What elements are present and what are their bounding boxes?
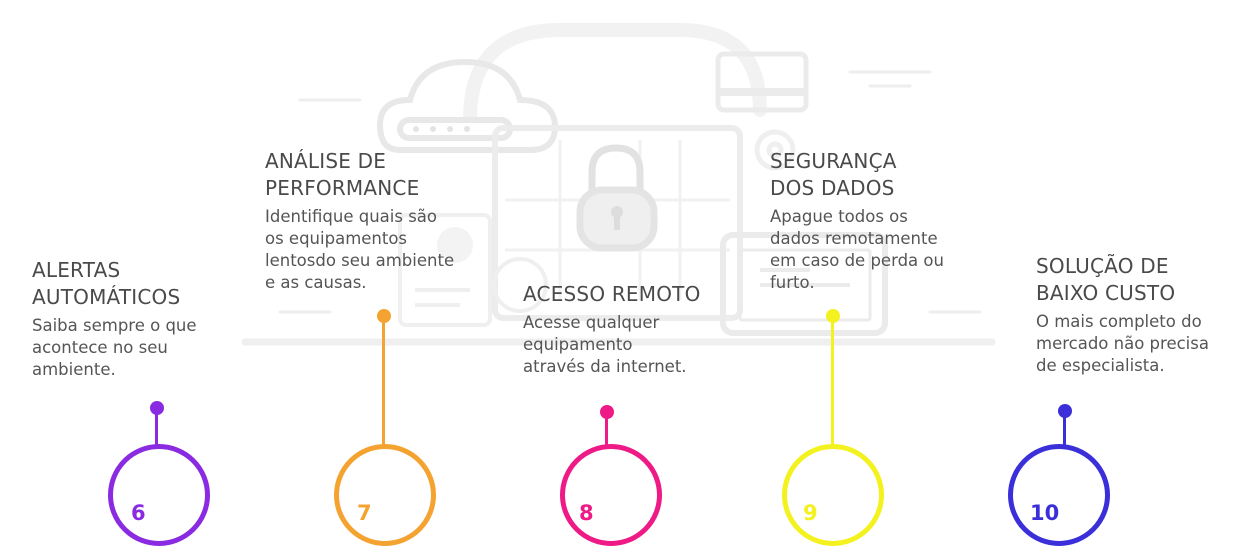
timeline-dot bbox=[150, 401, 164, 415]
gear-icon bbox=[754, 129, 796, 171]
feature-description: Saiba sempre o que acontece no seu ambie… bbox=[32, 316, 197, 379]
timeline-dot bbox=[600, 405, 614, 419]
feature-title: SOLUÇÃO DE BAIXO CUSTO bbox=[1036, 254, 1176, 305]
feature-alertas: ALERTAS AUTOMÁTICOS Saiba sempre o que a… bbox=[32, 257, 232, 381]
timeline-stem bbox=[382, 320, 385, 448]
step-circle bbox=[560, 444, 662, 546]
feature-description: Acesse qualquer equipamento através da i… bbox=[523, 313, 687, 376]
timeline-stem bbox=[1063, 415, 1066, 448]
feature-title: SEGURANÇA DOS DADOS bbox=[770, 149, 897, 200]
step-circle bbox=[108, 444, 210, 546]
feature-seguranca: SEGURANÇA DOS DADOS Apague todos os dado… bbox=[770, 148, 990, 294]
feature-title: ANÁLISE DE PERFORMANCE bbox=[265, 149, 420, 200]
feature-analise: ANÁLISE DE PERFORMANCE Identifique quais… bbox=[265, 148, 495, 294]
step-number: 6 bbox=[131, 501, 146, 525]
step-number: 8 bbox=[579, 501, 594, 525]
feature-acesso: ACESSO REMOTO Acesse qualquer equipament… bbox=[523, 281, 743, 378]
step-number: 10 bbox=[1030, 501, 1060, 525]
feature-description: Identifique quais são os equipamentos le… bbox=[265, 207, 455, 292]
step-number: 7 bbox=[357, 501, 372, 525]
timeline-stem bbox=[155, 412, 158, 448]
timeline-stem bbox=[831, 320, 834, 448]
tablet-icon bbox=[720, 232, 888, 336]
step-circle bbox=[1008, 444, 1110, 546]
step-number: 9 bbox=[803, 501, 818, 525]
padlock-icon bbox=[576, 144, 658, 252]
feature-description: O mais completo do mercado não precisa d… bbox=[1036, 312, 1209, 375]
timeline-stem bbox=[605, 416, 608, 448]
timeline-dot bbox=[1058, 404, 1072, 418]
credit-card-icon bbox=[715, 51, 809, 113]
step-circle bbox=[334, 444, 436, 546]
timeline-dot bbox=[377, 309, 391, 323]
feature-title: ALERTAS AUTOMÁTICOS bbox=[32, 258, 181, 309]
feature-description: Apague todos os dados remotamente em cas… bbox=[770, 207, 944, 292]
feature-solucao: SOLUÇÃO DE BAIXO CUSTO O mais completo d… bbox=[1036, 253, 1246, 377]
feature-title: ACESSO REMOTO bbox=[523, 282, 701, 306]
step-circle bbox=[782, 444, 884, 546]
timeline-dot bbox=[826, 309, 840, 323]
